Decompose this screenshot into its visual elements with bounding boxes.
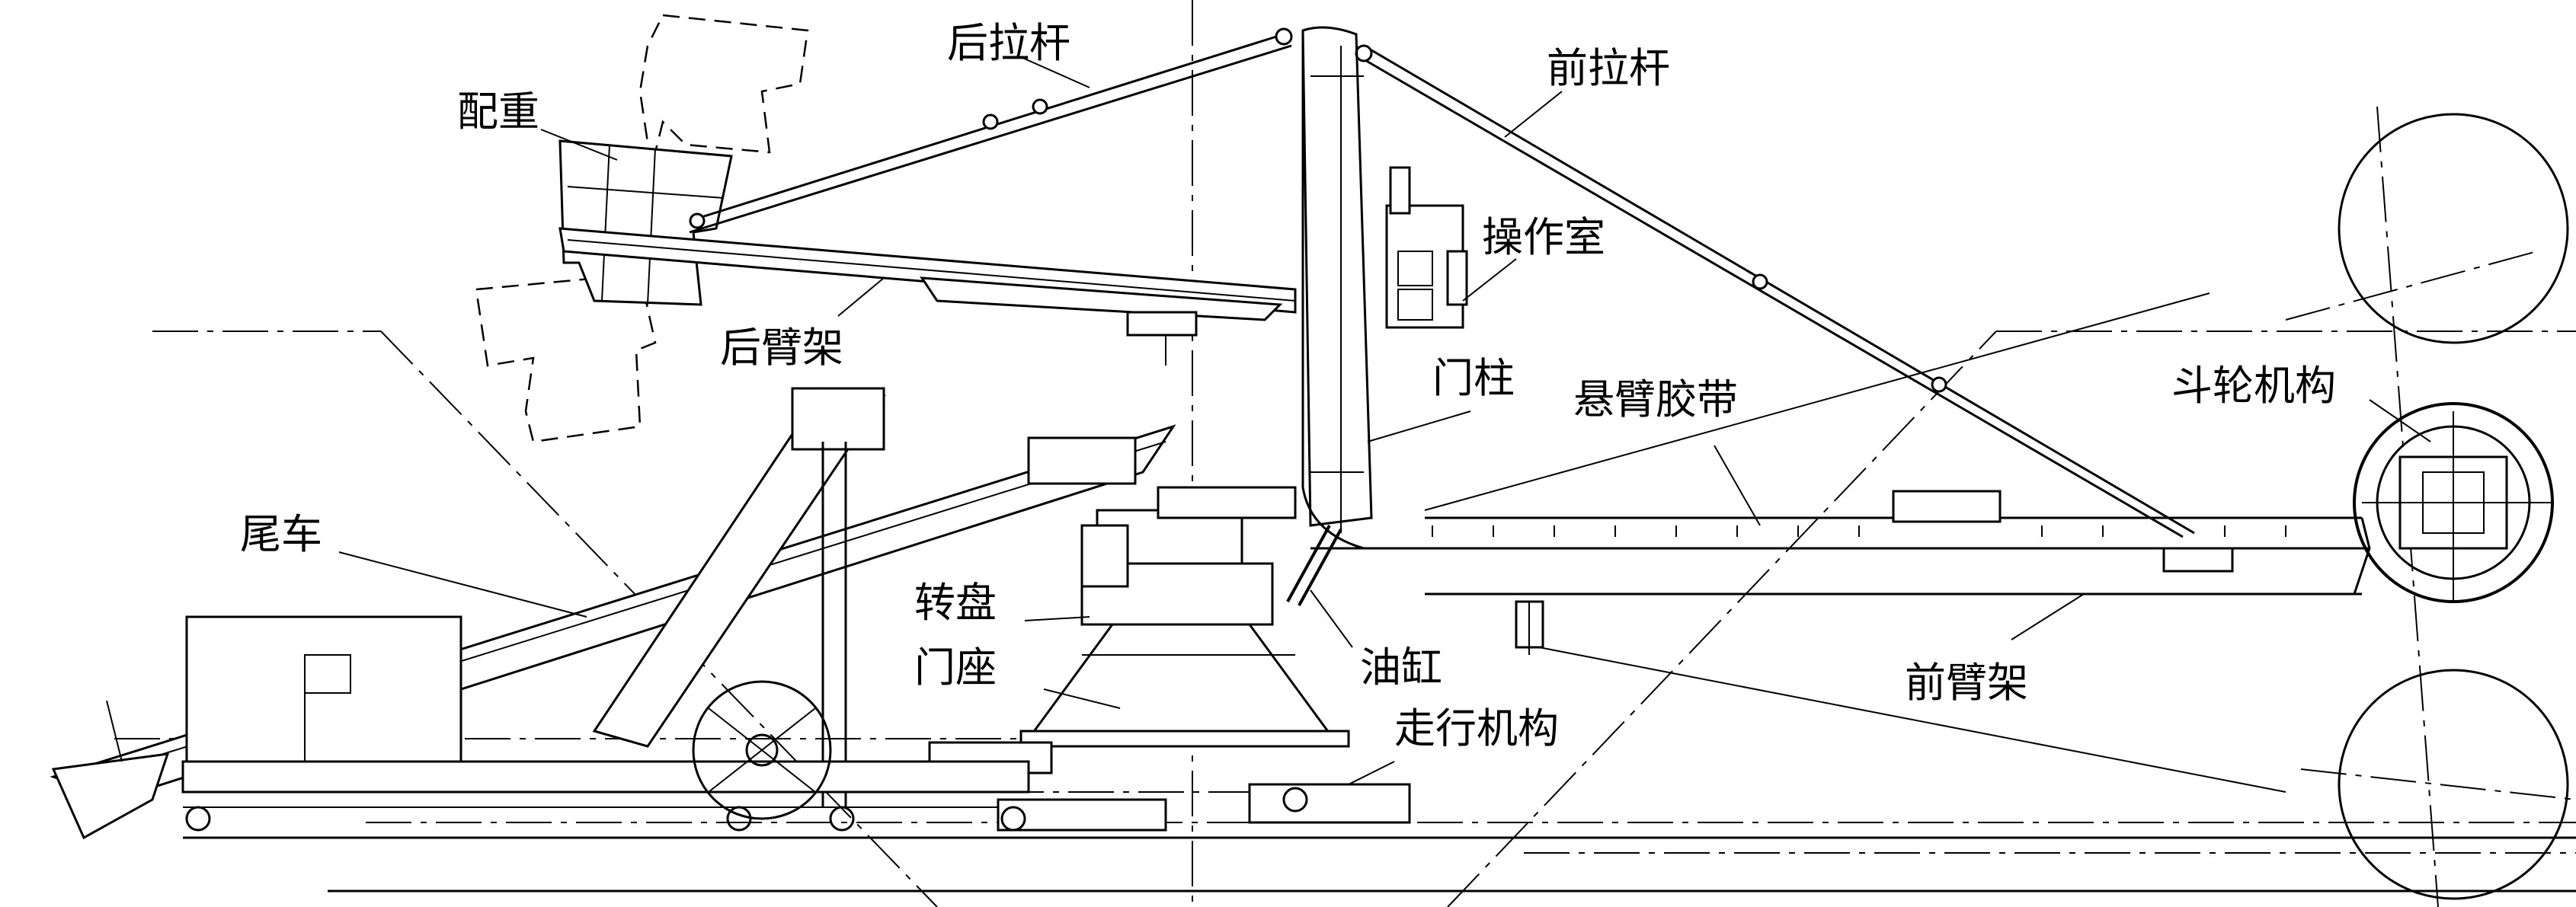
- front-tie-rod-label: 前拉杆: [1547, 44, 1670, 92]
- counterweight: [558, 139, 733, 306]
- turntable-label: 转盘: [914, 579, 997, 627]
- turntable-and-portal: [1019, 486, 1350, 748]
- gantry-column: [1301, 26, 2286, 550]
- boom-conveyor-label: 悬臂胶带: [1573, 375, 1738, 423]
- portal-base-label: 门座: [914, 644, 997, 691]
- oil-cylinder-label: 油缸: [1360, 644, 1442, 691]
- operator-cab-label: 操作室: [1482, 213, 1605, 261]
- bucket-wheel-mechanism-label: 斗轮机构: [2171, 362, 2336, 410]
- rear-boom-frame-label: 后臂架: [720, 324, 843, 372]
- leader-lines: [338, 56, 2431, 793]
- travel-mechanism-label: 走行机构: [1394, 704, 1559, 752]
- front-boom-frame-label: 前臂架: [1905, 659, 2028, 707]
- counterweight-alt-positions: [475, 14, 809, 443]
- bucket-wheel-mechanism: [2338, 113, 2569, 900]
- tail-car-label: 尾车: [240, 510, 322, 558]
- front-boom: [1310, 292, 2371, 655]
- tail-car: [50, 387, 1176, 840]
- ground-lines: [183, 806, 2576, 893]
- labels: 后拉杆 前拉杆 配重 操作室 后臂架 门柱 悬臂胶带 斗轮机构 尾车 转盘 门座…: [240, 19, 2336, 752]
- rear-boom-frame: [558, 227, 1297, 366]
- tie-rods: [689, 27, 2195, 538]
- conveyor-idlers: [1432, 525, 2286, 537]
- gantry-column-label: 门柱: [1432, 354, 1515, 402]
- rear-tie-rod-label: 后拉杆: [947, 19, 1070, 67]
- counterweight-label: 配重: [457, 88, 539, 136]
